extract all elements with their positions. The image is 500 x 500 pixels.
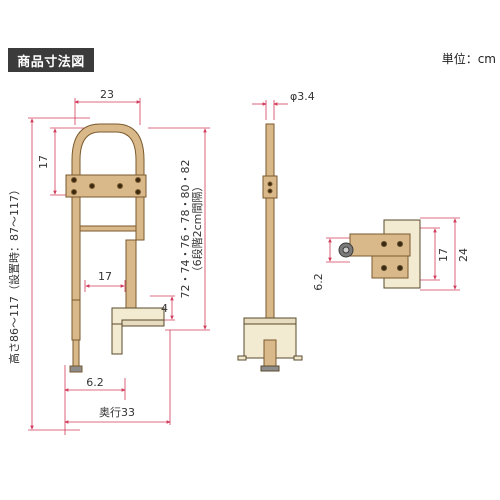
- top-clamp: [349, 219, 421, 289]
- top-post: [338, 242, 354, 258]
- right-dim-line1-label: 72・74・76・78・80・82: [179, 160, 192, 299]
- bracket-plate: [65, 174, 147, 198]
- inner-label: 17: [437, 248, 450, 262]
- side-view: [237, 100, 303, 372]
- outer-label: 24: [457, 248, 470, 262]
- adjustable-leg: [69, 339, 83, 373]
- right-dim-line2-label: （6段階2cm間隔）: [190, 181, 204, 278]
- side-post: [262, 123, 278, 325]
- front-view: [28, 98, 210, 435]
- diameter-label: φ3.4: [290, 90, 315, 103]
- small-dim-label: 4: [161, 302, 168, 315]
- left-label: 6.2: [312, 273, 325, 291]
- top-view: [326, 217, 460, 291]
- bottom-clamp: [111, 307, 165, 355]
- foot-label: 6.2: [86, 376, 104, 389]
- section-title: 商品寸法図: [8, 48, 94, 72]
- mid-width-label: 17: [98, 270, 112, 283]
- width-label: 23: [100, 88, 114, 101]
- handrail-frame: [71, 123, 145, 341]
- height-label: 高さ86～117（設置時：87～117）: [7, 184, 21, 364]
- side-clamp: [237, 317, 303, 372]
- inner-top-label: 17: [37, 155, 50, 169]
- unit-label: 単位：cm: [441, 52, 496, 66]
- depth-label: 奥行33: [99, 405, 135, 419]
